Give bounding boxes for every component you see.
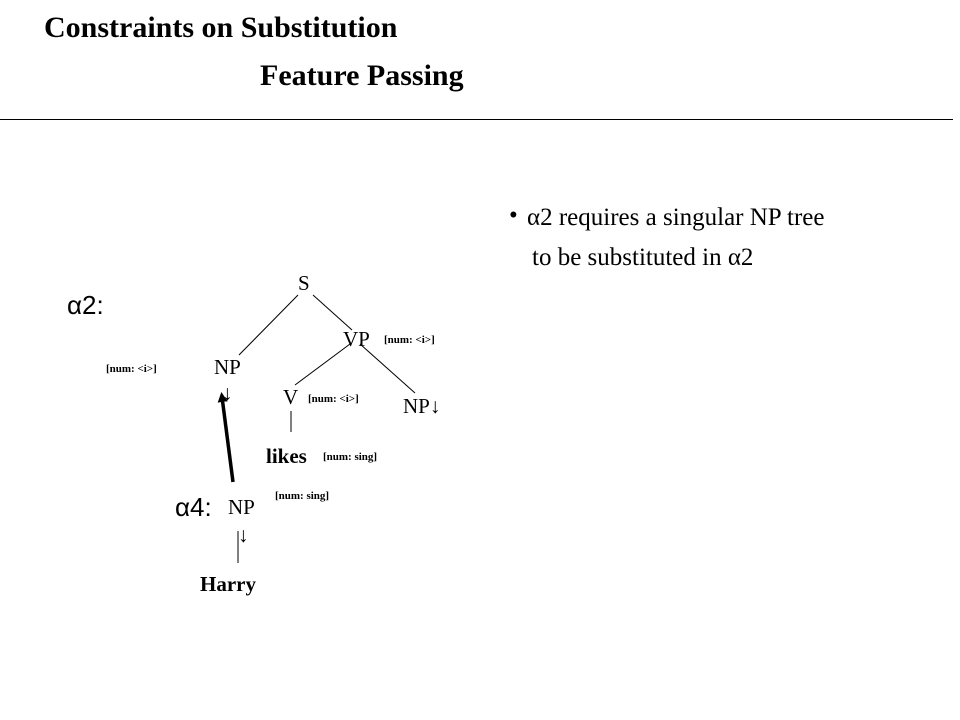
bullet-line1: α2 requires a singular NP tree [527, 204, 825, 231]
np-subject-feature: [num: <i>] [106, 363, 157, 375]
v-feature: [num: <i>] [308, 393, 359, 405]
bullet-line2: to be substituted in α2 [532, 244, 754, 271]
title-divider [0, 119, 953, 120]
node-np-object: NP↓ [403, 394, 441, 418]
alpha4-label: α4: [175, 492, 212, 522]
edge-s-vp [312, 294, 353, 331]
edge-s-np [238, 294, 299, 356]
node-np-alpha4: NP [228, 495, 255, 519]
lexeme-likes: likes [266, 444, 307, 468]
vp-feature: [num: <i>] [384, 334, 435, 346]
likes-feature: [num: sing] [323, 451, 378, 463]
alpha2-label: α2: [67, 290, 104, 320]
bullet-marker: • [509, 202, 518, 229]
lexeme-harry: Harry [200, 572, 256, 596]
slide-title-line2: Feature Passing [260, 59, 464, 92]
slide-title-line1: Constraints on Substitution [44, 11, 398, 44]
node-v: V [283, 385, 299, 409]
edge-vp-np [359, 343, 416, 394]
substitution-marker-icon: ↓ [222, 381, 233, 405]
node-np-subject: NP [214, 355, 241, 379]
node-vp: VP [343, 327, 370, 351]
node-s: S [298, 271, 310, 295]
np-alpha4-feature: [num: sing] [275, 490, 330, 502]
edge-vp-v [294, 343, 351, 386]
substitution-arrow [217, 392, 235, 483]
substitution-marker-alpha4-icon: ↓ [238, 523, 249, 547]
